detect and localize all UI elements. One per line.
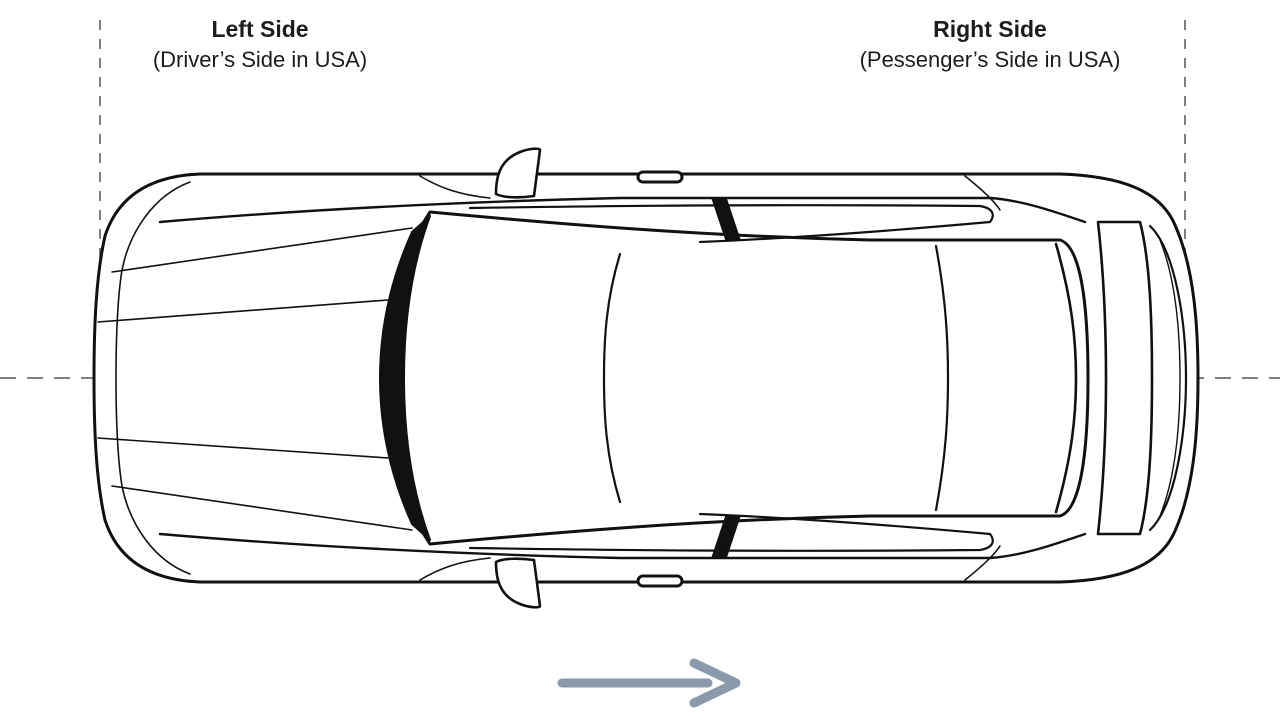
trunk-lid [1096, 220, 1154, 536]
left-side-subtitle: (Driver’s Side in USA) [152, 47, 368, 72]
front-left-fender [419, 175, 491, 199]
roof-front-edge [602, 252, 622, 504]
left-door-handle [636, 170, 684, 184]
hood-crease-top [111, 227, 413, 273]
hood-crease-upper [97, 299, 389, 323]
right-side-heading: Right Side [933, 16, 1047, 42]
car-outline [92, 147, 1200, 609]
left-side-label: Left Side (Driver’s Side in USA) [110, 14, 410, 76]
left-side-heading: Left Side [211, 16, 309, 42]
right-side-label: Right Side (Pessenger’s Side in USA) [810, 14, 1170, 76]
front-right-fender [419, 557, 491, 581]
left-side-mirror [494, 147, 542, 199]
windshield [379, 215, 431, 541]
cabin-outline [390, 210, 1090, 546]
rear-right-fender [964, 545, 1001, 581]
hood-crease-bottom [111, 485, 413, 531]
front-bumper-line [115, 181, 191, 575]
hood-crease-lower [97, 437, 389, 459]
lower-side-line [158, 532, 1087, 560]
right-side-subtitle: (Pessenger’s Side in USA) [859, 47, 1121, 72]
right-door-handle [636, 574, 684, 588]
left-side-windows [468, 204, 994, 244]
right-side-mirror [494, 557, 542, 609]
rear-bumper-inner [1159, 239, 1181, 517]
roof-rear-edge [934, 244, 950, 512]
rear-window [1054, 242, 1078, 514]
rear-bumper [1148, 224, 1188, 532]
arrow-right-icon [557, 658, 741, 708]
rear-left-fender [964, 175, 1001, 211]
right-side-windows [468, 512, 994, 552]
upper-side-line [158, 196, 1087, 224]
